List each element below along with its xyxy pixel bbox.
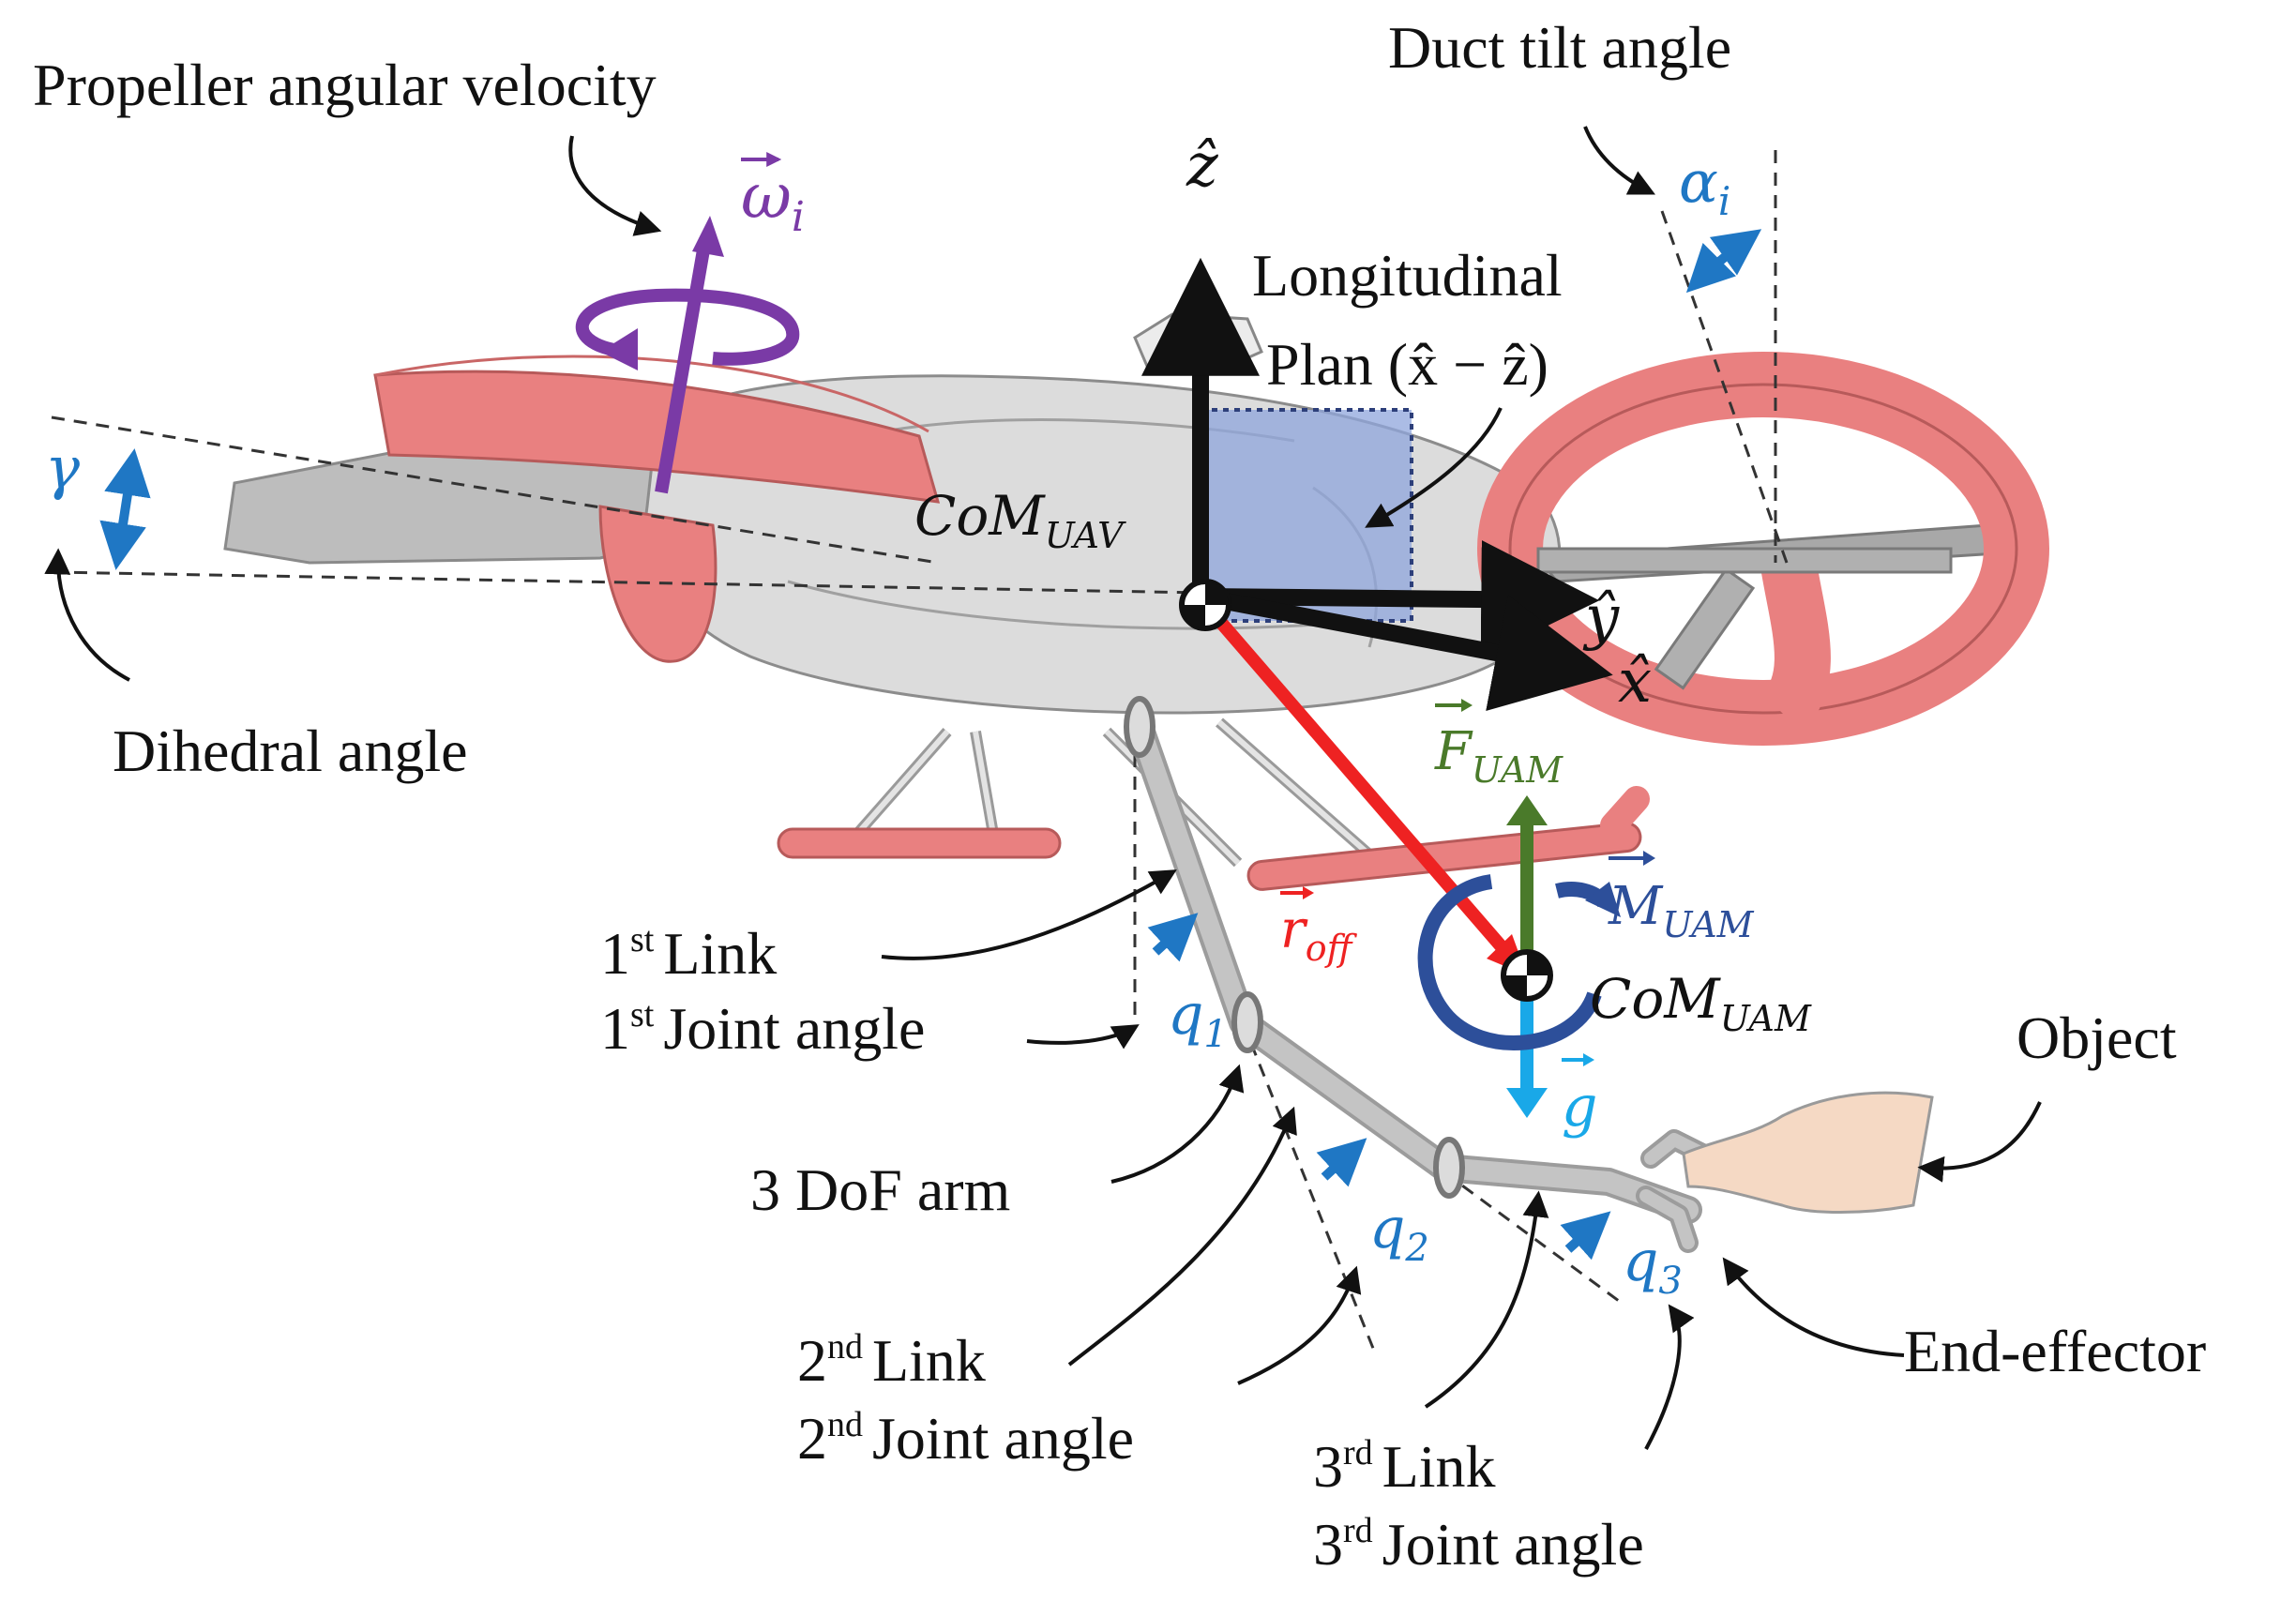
joint-2 [1231,991,1263,1053]
object-shape [1682,1091,1934,1214]
joint-1 [1124,696,1156,758]
q3-arrow [1560,1211,1611,1261]
end-effector-label: End-effector [1904,1318,2206,1384]
gamma-symbol: γ [45,433,81,502]
com-uam-label: CoMUAM [1590,967,1812,1039]
alpha-arrow [1685,229,1762,294]
dihedral-angle-label: Dihedral angle [113,717,468,784]
joint-3 [1433,1137,1465,1199]
body-frame-axes [1141,257,1613,712]
q2-arrow [1316,1138,1367,1187]
com-uav-marker [1179,579,1231,631]
com-uam-marker [1501,949,1553,1002]
duct-tilt-angle-label: Duct tilt angle [1388,14,1731,81]
force-label: FUAM [1434,721,1563,791]
gravity-label: g [1562,1074,1597,1140]
q2-label: q2 [1369,1196,1429,1270]
q3-label: q3 [1623,1229,1683,1303]
y-hat-label: ŷ [1582,583,1620,653]
left-duct [373,355,941,663]
callout-arrows [44,126,2042,1450]
x-axis-arrow [1199,588,1613,712]
angle-arrows [99,229,1762,1261]
longitudinal-label: Longitudinal [1252,242,1563,309]
com-uav-label: CoMUAV [914,484,1126,556]
z-hat-label: ẑ [1186,131,1219,201]
dihedral-reference-lines [51,415,1201,595]
q1-arrow [1147,913,1199,962]
robot-arm [1124,696,1702,1224]
moment-arc [1417,874,1602,1051]
object-label: Object [2017,1004,2177,1071]
x-hat-label: x̂ [1618,647,1652,717]
omega-symbol: ωi [741,160,805,241]
propeller-angular-velocity-label: Propeller angular velocity [33,52,657,118]
moment-label: MUAM [1608,876,1755,945]
r-off-label: roff [1280,899,1358,969]
arm-label: 3 DoF arm [750,1156,1010,1223]
plan-label: Plan (x̂ − ẑ) [1266,331,1548,398]
landing-skids [777,786,1650,891]
gamma-arrow [99,448,151,570]
alpha-symbol: αi [1679,147,1730,224]
duct-tilt-reference-lines [1660,150,1789,564]
q1-label: q1 [1168,982,1228,1056]
joint-reference-lines [1133,732,1624,1352]
omega-rotation [575,216,800,494]
